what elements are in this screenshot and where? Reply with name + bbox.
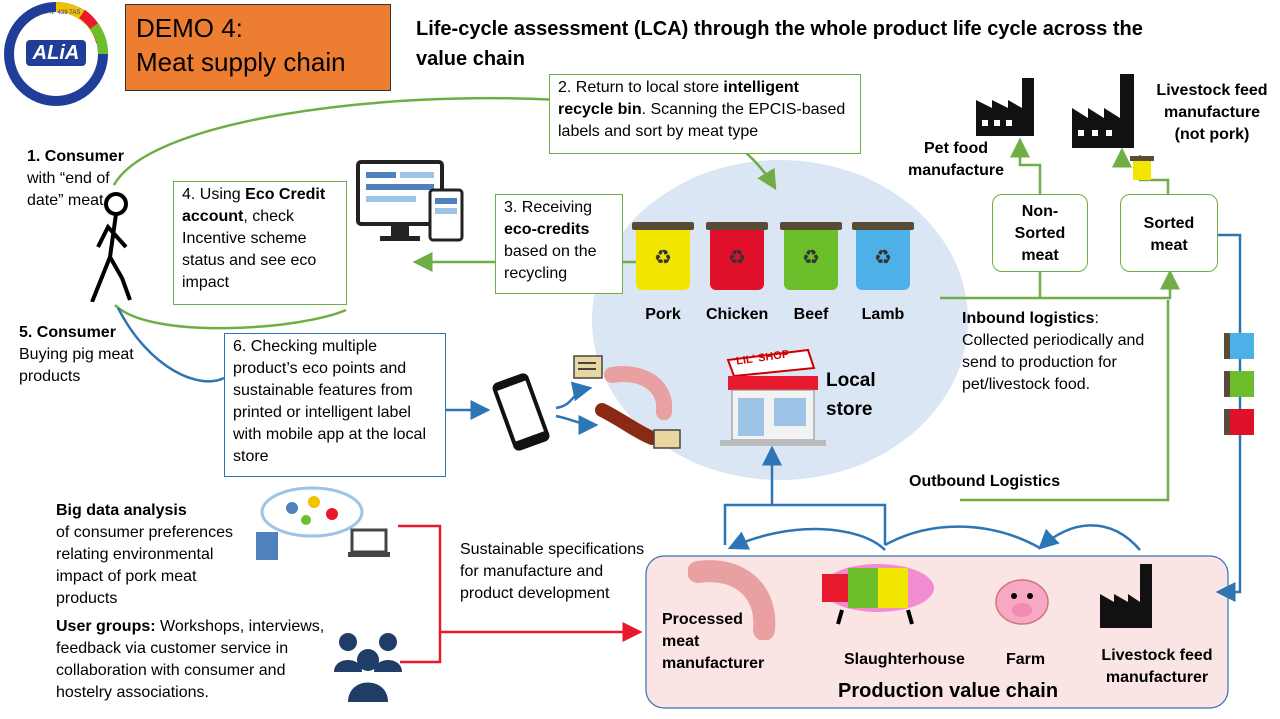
bin-chicken-label: Chicken [706, 306, 769, 323]
processed-meat-sausage-icon [688, 560, 776, 640]
bin-lamb-body: ♻ [856, 230, 910, 290]
big-data-text: Big data analysis of consumer preference… [56, 500, 256, 610]
step2-box: 2. Return to local store intelligent rec… [549, 74, 861, 154]
step4-bold: Eco Credit account [182, 186, 326, 225]
sorted-meat-box: Sorted meat [1120, 194, 1218, 272]
pig-icon [995, 579, 1049, 625]
demo-title-line1: DEMO 4: [136, 13, 243, 43]
devices-icon [356, 160, 464, 242]
production-value-chain-title: Production value chain [838, 680, 1059, 702]
user-groups-text: User groups: Workshops, interviews, feed… [56, 616, 338, 704]
user-groups-rest: Workshops, interviews, feedback via cust… [56, 618, 325, 701]
step3-box: 3. Receiving eco-credits based on the re… [495, 194, 623, 294]
livestock-feed-factory-bottom-icon [1100, 564, 1152, 628]
step5-title: 5. Consumer [19, 324, 116, 341]
logo-ring-text: S.A.T. Nº 439 TAS [31, 10, 81, 16]
logo-icon [4, 2, 109, 106]
demo-title-line2: Meat supply chain [136, 47, 346, 77]
step3-text-a: 3. Receiving [504, 199, 593, 216]
bin-lamb[interactable]: ♻ Lamb [852, 222, 914, 324]
demo-title-box: DEMO 4: Meat supply chain [125, 4, 391, 91]
step4-box: 4. Using Eco Credit account, check Incen… [173, 181, 347, 305]
slaughterhouse-label: Slaughterhouse [844, 651, 965, 668]
right-bin-red [1224, 409, 1254, 435]
step5-text: Buying pig meat products [19, 346, 134, 385]
step3-text-b: based on the recycling [504, 243, 597, 282]
bin-chicken-body: ♻ [710, 230, 764, 290]
bin-lamb-lid [852, 222, 914, 230]
right-bin-blue [1224, 333, 1254, 359]
step2-bold: intelligent recycle bin [558, 79, 799, 118]
user-groups-title: User groups: [56, 618, 156, 635]
consumer-stick-figure-icon [90, 192, 132, 302]
sausages-icon [573, 355, 681, 449]
bin-pork-label: Pork [645, 306, 681, 323]
step1-text: with “end of date” meat [27, 170, 110, 209]
sustainable-specs-text: Sustainable specifications for manufactu… [460, 541, 645, 602]
pet-food-label: Pet food manufacture [907, 140, 1005, 179]
bin-pork[interactable]: ♻ Pork [632, 222, 694, 324]
big-data-title: Big data analysis [56, 502, 187, 519]
step4-text-a: 4. Using [182, 186, 246, 203]
processed-meat-label: Processed meat manufacturer [662, 611, 765, 672]
bin-chicken-lid [706, 222, 768, 230]
bin-pork-body: ♻ [636, 230, 690, 290]
outbound-logistics-label: Outbound Logistics [909, 473, 1061, 490]
sorted-meat-label: Sorted meat [1143, 215, 1195, 254]
non-sorted-meat-box: Non-Sorted meat [992, 194, 1088, 272]
pet-food-factory-icon [976, 78, 1034, 136]
production-box [645, 555, 1229, 709]
farm-label: Farm [1006, 651, 1046, 668]
step6-box: 6. Checking multiple product’s eco point… [224, 333, 446, 477]
non-sorted-meat-label: Non-Sorted meat [1014, 203, 1066, 264]
step2-text-a: 2. Return to local store [558, 79, 724, 96]
bin-chicken[interactable]: ♻ Chicken [706, 222, 768, 324]
step4-text-b: , check Incentive scheme status and see … [182, 208, 317, 291]
bin-beef[interactable]: ♻ Beef [780, 222, 842, 324]
bin-lamb-label: Lamb [861, 306, 905, 323]
bin-pork-lid [632, 222, 694, 230]
livestock-feed-top-label: Livestock feed manufacture (not pork) [1156, 82, 1268, 143]
local-store-label: Local store [826, 370, 876, 420]
small-yellow-bin-icon [1130, 156, 1154, 180]
pig-cuts-icon [822, 564, 934, 625]
inbound-rest: : Collected periodically and send to pro… [962, 310, 1145, 393]
recycle-bins: ♻ Pork ♻ Chicken ♻ Beef ♻ Lamb [632, 222, 922, 332]
step3-bold: eco-credits [504, 221, 590, 238]
headline: Life-cycle assessment (LCA) through the … [416, 18, 1143, 70]
right-bin-green [1224, 371, 1254, 397]
big-data-rest: of consumer preferences relating environ… [56, 524, 233, 607]
bin-beef-body: ♻ [784, 230, 838, 290]
step5-label: 5. Consumer Buying pig meat products [19, 322, 169, 388]
step1-label: 1. Consumer with “end of date” meat [27, 146, 137, 212]
logo-text: ALiA [32, 42, 80, 64]
shop-icon [720, 348, 826, 446]
inbound-title: Inbound logistics [962, 310, 1095, 327]
livestock-feed-factory-icon [1072, 74, 1134, 148]
inbound-logistics-text: Inbound logistics: Collected periodicall… [962, 308, 1152, 396]
step1-title: 1. Consumer [27, 148, 124, 165]
bin-beef-label: Beef [793, 306, 829, 323]
right-bins [1218, 333, 1258, 443]
step6-text: 6. Checking multiple product’s eco point… [233, 338, 426, 465]
user-group-icon [334, 633, 402, 702]
step2-text-b: . Scanning the EPCIS-based labels and so… [558, 101, 846, 140]
big-data-icon [256, 486, 390, 560]
bin-beef-lid [780, 222, 842, 230]
smartphone-icon [492, 373, 550, 451]
livestock-feed-bottom-label: Livestock feed manufacturer [1101, 647, 1213, 686]
alia-logo: ALiA S.A.T. Nº 439 TAS [4, 2, 109, 106]
